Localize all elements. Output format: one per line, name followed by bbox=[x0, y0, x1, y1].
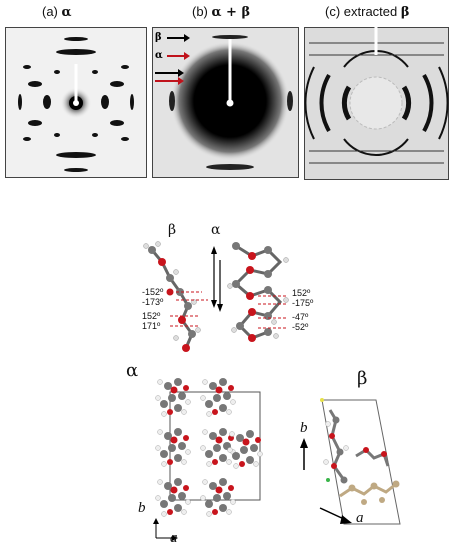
diffraction-pattern-alpha-beta: β α bbox=[152, 27, 299, 178]
alpha-cell-axes bbox=[153, 518, 178, 541]
chain-label-alpha: α bbox=[211, 222, 221, 238]
chain-label-beta: β bbox=[168, 222, 177, 238]
panel-c-label: (c) extracted β bbox=[325, 4, 410, 20]
alpha-legend-label: α bbox=[155, 50, 163, 61]
alpha-chain-molecule bbox=[227, 242, 289, 342]
torsion-angle-alpha-4: -52º bbox=[292, 322, 309, 332]
torsion-angle-alpha-3: -47º bbox=[292, 312, 309, 322]
torsion-angle-beta-1: -152º bbox=[142, 287, 164, 297]
alpha-axis-a-label: a bbox=[170, 530, 178, 546]
beta-chain-molecule bbox=[143, 241, 201, 352]
beta-cell-axes bbox=[300, 438, 352, 524]
beta-legend-label: β bbox=[155, 32, 162, 43]
panel-b-label: (b) α + β bbox=[192, 4, 251, 20]
diffraction-pattern-beta-extracted bbox=[304, 27, 449, 180]
unit-cell-beta bbox=[320, 398, 401, 525]
cell-label-beta: β bbox=[357, 368, 368, 389]
torsion-angle-beta-4: 171º bbox=[142, 321, 161, 331]
chain-conformations bbox=[143, 241, 289, 352]
torsion-angle-beta-3: 152º bbox=[142, 311, 161, 321]
beta-axis-a-label: a bbox=[356, 510, 364, 526]
beta-axis-b-label: b bbox=[300, 420, 308, 436]
unit-cell-alpha bbox=[155, 377, 263, 517]
torsion-angle-beta-2: -173º bbox=[142, 297, 164, 307]
torsion-angle-alpha-1: 152º bbox=[292, 288, 311, 298]
torsion-angle-alpha-2: -175º bbox=[292, 298, 314, 308]
diffraction-pattern-alpha bbox=[5, 27, 147, 178]
panel-a-label: (a) α bbox=[42, 4, 72, 20]
alpha-axis-b-label: b bbox=[138, 500, 146, 516]
cell-label-alpha: α bbox=[126, 360, 139, 381]
